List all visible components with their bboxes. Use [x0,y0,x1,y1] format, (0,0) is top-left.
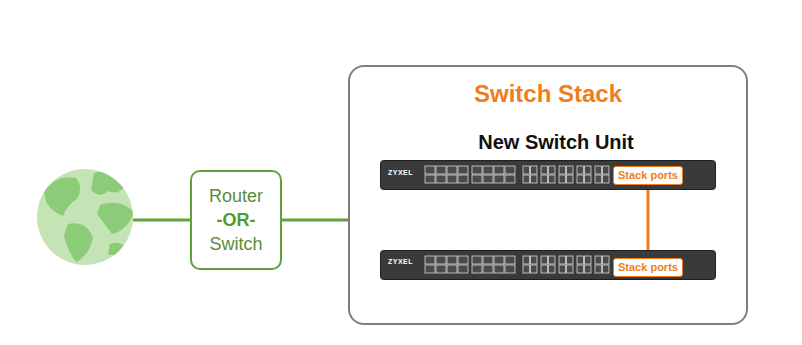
chassis-front [381,251,716,280]
rj45-port [447,166,457,174]
brand-logo: ZYXEL [388,257,413,266]
port-label: Stack ports [618,260,678,275]
sfp-port [595,256,602,264]
rj45-port [505,166,515,174]
rj45-port [483,265,493,273]
stack-enclosure: Stack portsNew Switch UnitZYXELStack por… [348,65,748,325]
sfp-port [523,256,530,264]
sfp-port [585,256,592,264]
sfp-port [559,256,566,264]
sfp-port [559,175,566,183]
rj45-port [425,166,435,174]
sfp-port [541,166,548,174]
rj45-port [472,166,482,174]
unit-heading: New Switch Unit [380,128,732,156]
sfp-port [531,265,538,273]
sfp-port [567,265,574,273]
port-grid [425,256,609,273]
rj45-port [483,175,493,183]
sfp-port [541,265,548,273]
rj45-port [436,256,446,264]
rj45-port [458,256,468,264]
sfp-port [603,166,610,174]
or-label: -OR- [217,208,256,232]
rj45-port [494,265,504,273]
rj45-port [472,256,482,264]
brand-logo: ZYXEL [388,168,413,177]
switch-unit: Stack ports ZYXEL [380,250,716,282]
rj45-port [472,265,482,273]
sfp-port [585,166,592,174]
group-title: Switch Stack [350,80,746,108]
switch-unit: Stack ports New Switch UnitZYXEL [380,128,732,190]
port-label: Stack ports [618,168,678,183]
rj45-port [494,166,504,174]
sfp-port [577,166,584,174]
sfp-port [577,265,584,273]
rj45-port [458,265,468,273]
router-box: Router-OR-Switch [190,170,282,270]
sfp-port [531,175,538,183]
rj45-port [458,166,468,174]
sfp-port [603,265,610,273]
rj45-port [447,265,457,273]
link-line [282,219,348,222]
sfp-port [549,166,556,174]
rj45-port [447,256,457,264]
sfp-port [549,265,556,273]
sfp-port [595,166,602,174]
sfp-port [577,175,584,183]
sfp-port [559,265,566,273]
link-line [646,185,649,258]
sfp-port [549,175,556,183]
rj45-port [447,175,457,183]
rj45-port [505,175,515,183]
rj45-port [425,256,435,264]
sfp-port [541,175,548,183]
rj45-port [494,175,504,183]
sfp-port [549,256,556,264]
device-label: Router [209,184,263,208]
rj45-port [425,175,435,183]
rj45-port [458,175,468,183]
rj45-port [483,166,493,174]
sfp-port [523,175,530,183]
globe [37,169,133,265]
sfp-port [603,175,610,183]
stack-ports-box: Stack ports [613,166,683,185]
sfp-port [567,256,574,264]
sfp-port [595,265,602,273]
sfp-port [531,166,538,174]
rj45-port [436,265,446,273]
sfp-port [585,175,592,183]
sfp-port [577,256,584,264]
rj45-port [472,175,482,183]
rj45-port [494,256,504,264]
rj45-port [436,166,446,174]
sfp-port [541,256,548,264]
rj45-port [425,265,435,273]
stack-ports-box: Stack ports [613,258,683,277]
rj45-port [505,256,515,264]
sfp-port [523,265,530,273]
sfp-port [585,265,592,273]
uplink-wire [133,219,192,222]
sfp-port [559,166,566,174]
device-label: Switch [209,232,262,256]
sfp-port [603,256,610,264]
sfp-port [531,256,538,264]
chassis-front [381,161,716,190]
port-grid [425,166,609,183]
rj45-port [436,175,446,183]
rj45-port [505,265,515,273]
continents [44,172,134,262]
sfp-port [567,175,574,183]
sfp-port [523,166,530,174]
rj45-port [483,256,493,264]
sfp-port [595,175,602,183]
sfp-port [567,166,574,174]
